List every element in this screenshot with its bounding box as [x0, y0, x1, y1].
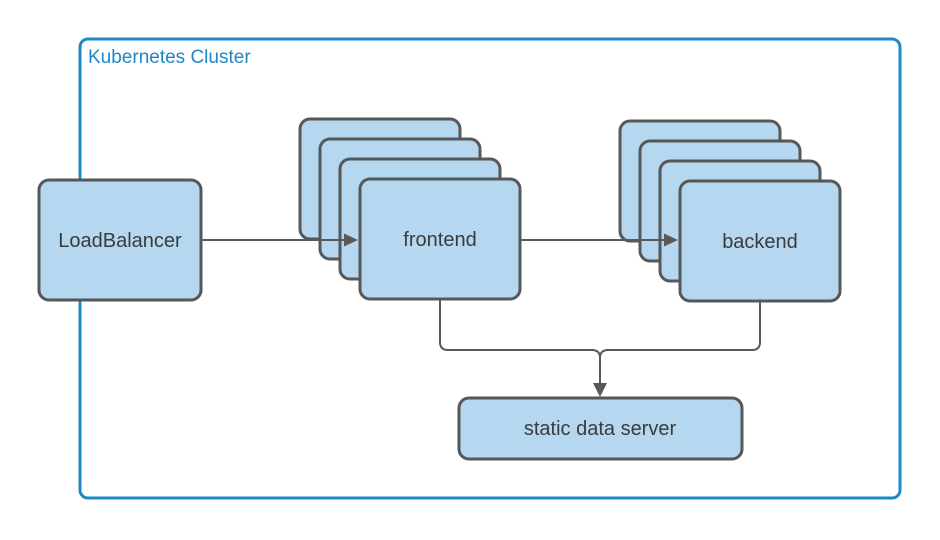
node-frontend-label: frontend [403, 229, 476, 251]
arrowhead-staticdataserver [593, 383, 607, 397]
cluster-label: Kubernetes Cluster [88, 47, 251, 68]
node-backend-label: backend [722, 231, 798, 253]
edge-backend-staticdataserver [599, 301, 761, 359]
node-loadbalancer-label: LoadBalancer [58, 230, 182, 252]
node-static-data-server-label: static data server [524, 418, 677, 440]
arrowhead-frontend-backend [664, 233, 678, 247]
arrowhead-loadbalancer-frontend [344, 233, 358, 247]
edge-frontend-staticdataserver [439, 299, 601, 383]
node-static-data-server [457, 396, 744, 461]
